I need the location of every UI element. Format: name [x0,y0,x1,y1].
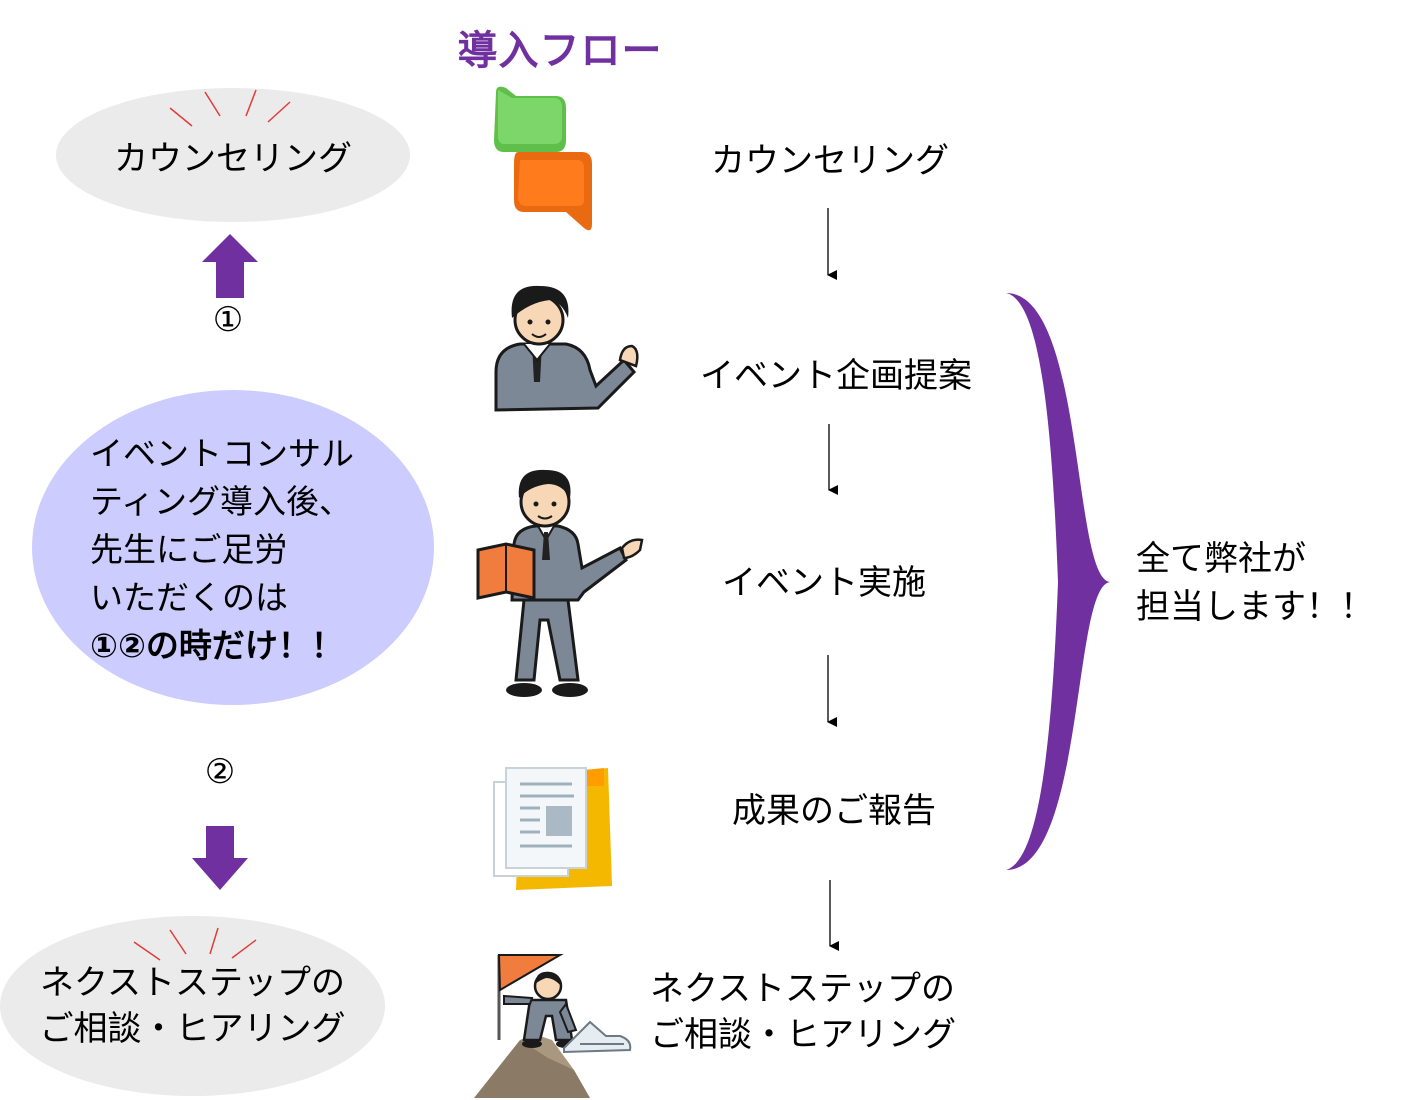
step-label-next-step: ネクストステップの ご相談・ヒアリング [650,966,1030,1058]
burst-top-icon [169,89,291,127]
counseling-bubble: カウンセリング [56,88,410,222]
step-label-next-step-line: ご相談・ヒアリング [650,1015,956,1055]
marker-2: ② [204,752,236,792]
page-title: 導入フロー [457,28,663,74]
step-label-report: 成果のご報告 [732,791,936,831]
consulting-note-line: 先生にご足労 [90,530,288,569]
consulting-note-line: いただくのは [90,578,288,617]
next-step-bubble-line: ご相談・ヒアリング [39,1009,346,1049]
step-label-proposal: イベント企画提案 [700,356,972,396]
arrow-down-icon [192,826,248,890]
next-step-bubble: ネクストステップの ご相談・ヒアリング [0,916,385,1096]
speech-bubbles-icon [494,86,592,231]
brace-note-line: 担当します！！ [1136,587,1374,627]
presenter-icon [494,285,639,412]
arrow-up-icon [202,234,258,298]
burst-bottom-icon [133,927,257,961]
consulting-note-line: ティング導入後、 [90,482,353,521]
brace-icon [1006,293,1110,870]
step-label-next-step-line: ネクストステップの [650,969,955,1009]
teacher-icon [476,469,644,697]
consulting-note-emphasis: ①②の時だけ！！ [90,626,344,665]
marker-1: ① [212,300,244,340]
documents-icon [493,767,612,890]
mountain-flag-icon [474,954,632,1098]
counseling-bubble-label: カウンセリング [114,138,352,179]
brace-note: 全て弊社が 担当します！！ [1136,535,1374,631]
consulting-note-bubble [32,390,434,705]
consulting-note-text: イベントコンサル ティング導入後、 先生にご足労 いただくのは ①②の時だけ！！ [90,430,410,670]
brace-note-line: 全て弊社が [1136,539,1306,579]
step-label-execution: イベント実施 [722,563,926,603]
consulting-note-line: イベントコンサル [90,434,354,473]
step-label-counseling: カウンセリング [711,141,949,181]
next-step-bubble-line: ネクストステップの [40,963,345,1003]
